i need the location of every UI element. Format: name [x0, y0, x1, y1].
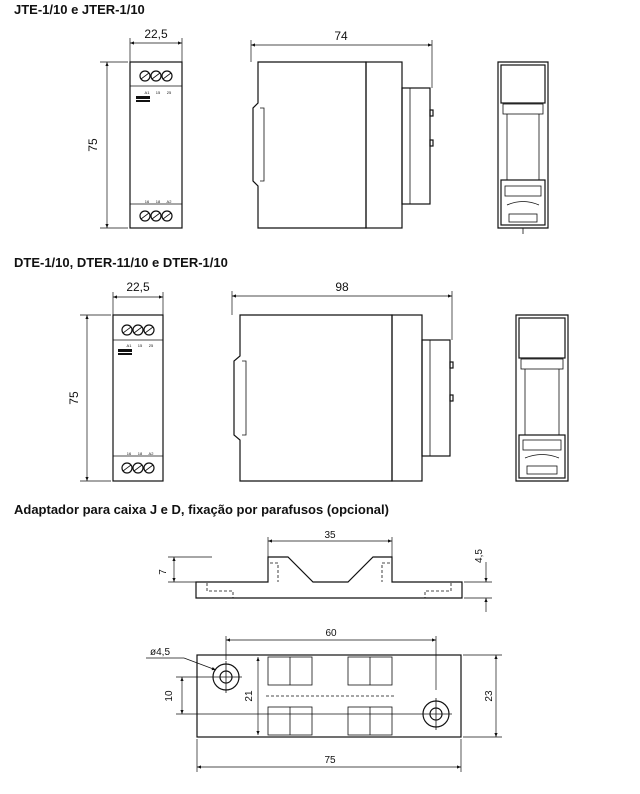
jte-front-view: 22,5 75 A1 15 25 16 18 A2 — [86, 27, 183, 229]
jte-side-view: 74 — [250, 29, 434, 229]
jte-terminal-label-25: 25 — [167, 90, 172, 95]
section-title-dte: DTE-1/10, DTER-11/10 e DTER-1/10 — [14, 255, 228, 270]
dte-terminal-label-a1: A1 — [127, 343, 133, 348]
jte-side-width-label: 74 — [334, 29, 348, 43]
adapter-hole-spacing-label: 60 — [325, 628, 337, 639]
jte-logo-block — [136, 96, 150, 99]
adapter-right-height-label: 4,5 — [474, 549, 485, 563]
jte-front-width-label: 22,5 — [144, 27, 168, 41]
jte-terminal-label-16: 16 — [145, 199, 150, 204]
adapter-inner-height-label: 21 — [244, 690, 255, 702]
jte-height-label: 75 — [86, 138, 100, 152]
jte-terminal-label-18: 18 — [156, 199, 161, 204]
adapter-side-view: 35 7 4,5 — [158, 530, 492, 612]
section-title-adapter: Adaptador para caixa J e D, fixação por … — [14, 502, 389, 517]
dte-front-width-label: 22,5 — [126, 280, 150, 294]
adapter-hole-diameter-label: ø4,5 — [150, 647, 170, 658]
dte-terminal-label-25: 25 — [149, 343, 154, 348]
dte-height-label: 75 — [67, 391, 81, 405]
adapter-plate — [196, 654, 462, 738]
dte-terminal-label-15: 15 — [138, 343, 143, 348]
jte-terminal-label-15: 15 — [156, 90, 161, 95]
adapter-total-height-label: 23 — [484, 690, 495, 702]
adapter-total-width-label: 75 — [324, 755, 336, 766]
adapter-top-width-label: 35 — [324, 530, 336, 541]
adapter-top-view: 60 ø4,5 10 21 23 75 — [146, 628, 502, 772]
dte-logo-block — [118, 349, 132, 352]
dte-terminal-label-18: 18 — [138, 451, 143, 456]
jte-terminal-label-a1: A1 — [145, 90, 151, 95]
dte-terminal-label-a2: A2 — [149, 451, 155, 456]
jte-rear-view — [497, 61, 549, 234]
dte-side-width-label: 98 — [335, 280, 349, 294]
dte-side-view: 98 — [231, 280, 454, 482]
dte-terminal-label-16: 16 — [127, 451, 132, 456]
dte-front-view: 22,5 75 A1 15 25 16 18 A2 — [67, 280, 164, 482]
dte-rear-view — [515, 314, 569, 482]
jte-terminal-label-a2: A2 — [167, 199, 173, 204]
adapter-left-height-label: 7 — [158, 569, 169, 575]
adapter-offset-label: 10 — [164, 690, 175, 702]
section-title-jte: JTE-1/10 e JTER-1/10 — [14, 2, 145, 17]
